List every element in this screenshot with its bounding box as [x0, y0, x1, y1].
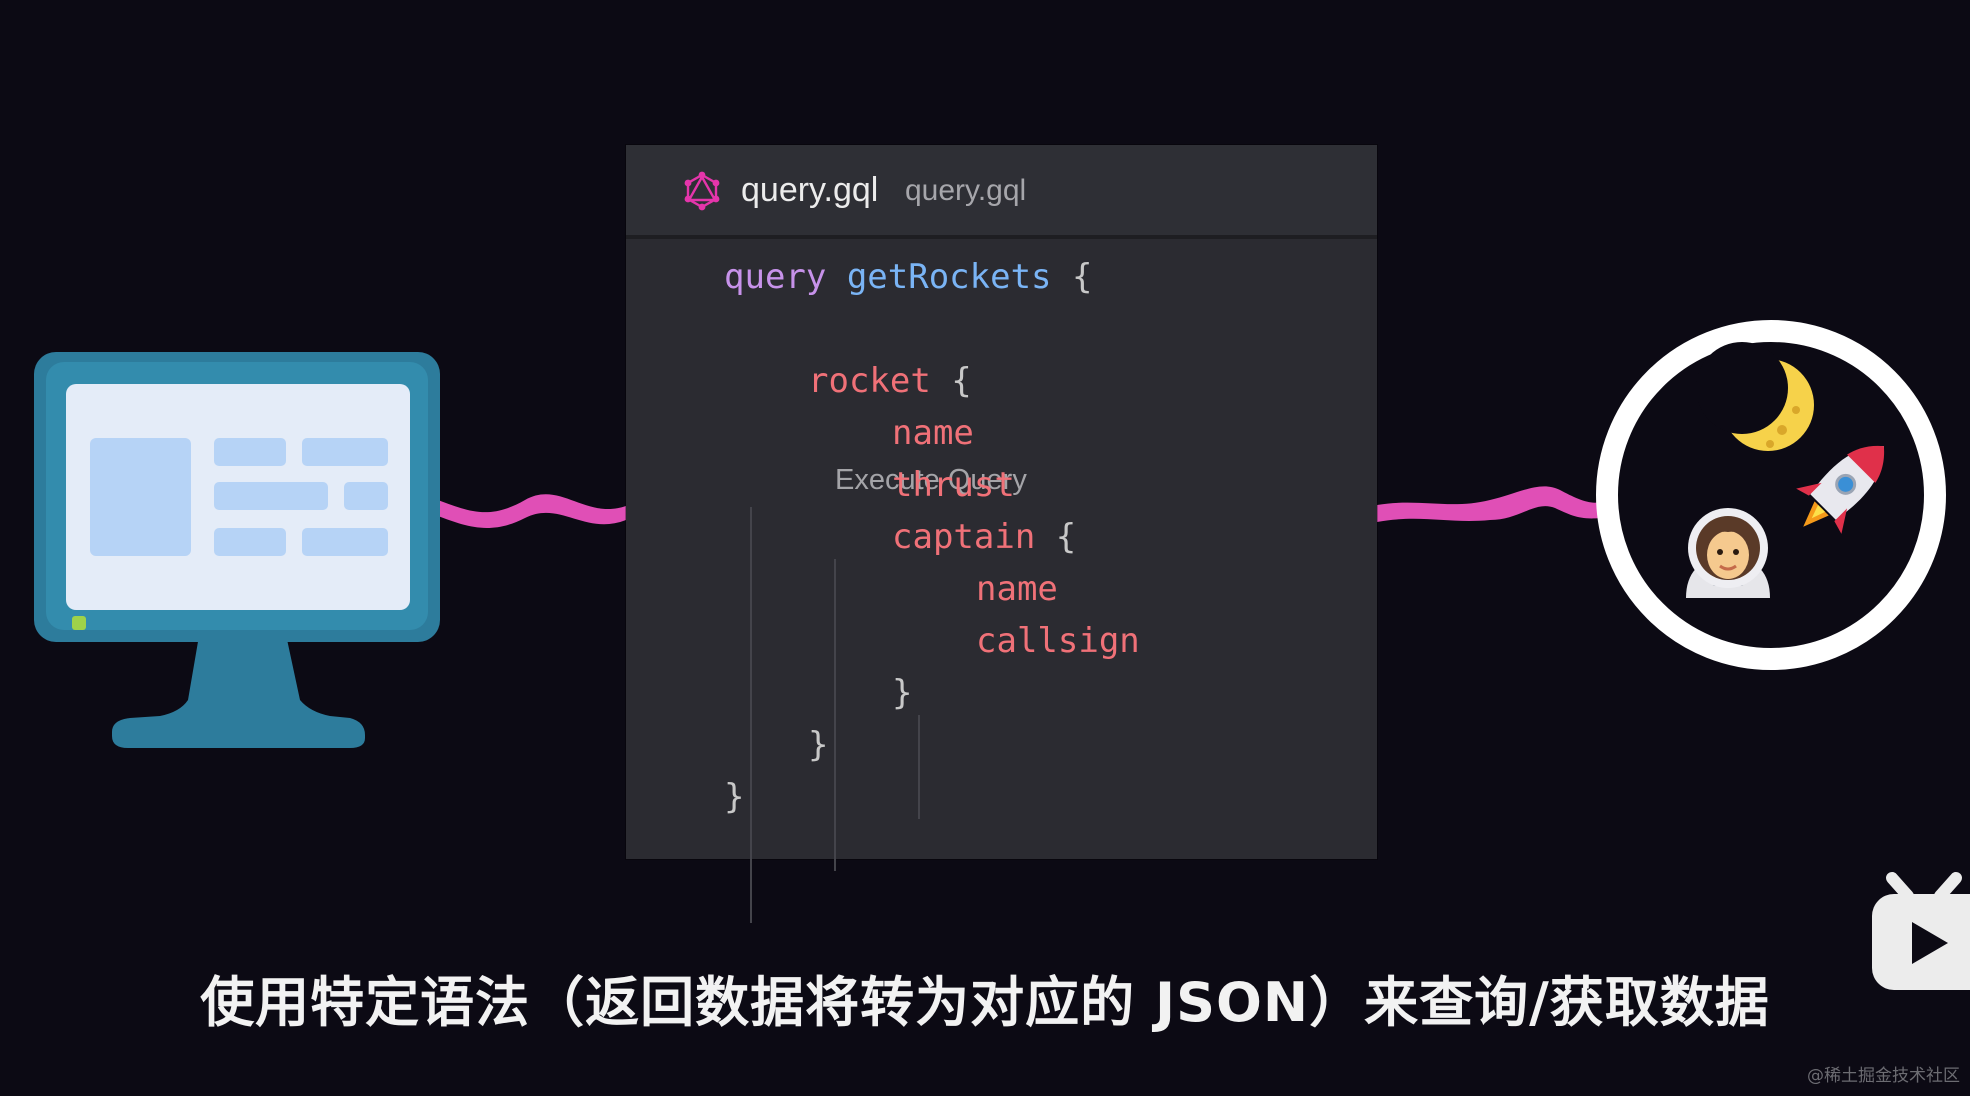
astronaut-icon	[1686, 508, 1770, 598]
code-token: getRockets	[846, 257, 1052, 297]
indent-guide	[834, 559, 836, 871]
rocket-icon	[1796, 445, 1885, 534]
code-token: {	[1051, 257, 1093, 297]
code-token: {	[1035, 517, 1077, 557]
code-line[interactable]: }	[724, 771, 744, 823]
code-line[interactable]: name	[892, 407, 974, 459]
video-subtitle: 使用特定语法（返回数据将转为对应的 JSON）来查询/获取数据	[200, 971, 1770, 1034]
code-token: captain	[892, 517, 1036, 557]
code-token: rocket	[808, 361, 931, 401]
monitor-illustration	[34, 352, 440, 748]
code-line[interactable]: }	[892, 667, 912, 719]
code-token: }	[808, 725, 829, 765]
code-token: query	[724, 257, 847, 297]
code-editor-panel: query.gql query.gql Execute Query query …	[626, 145, 1377, 923]
right-cable	[1377, 486, 1600, 522]
code-line[interactable]: query getRockets {	[724, 251, 1092, 303]
code-token: }	[724, 777, 745, 817]
code-line[interactable]: name	[976, 563, 1058, 615]
crescent-moon-icon	[1696, 342, 1814, 451]
tab-filename: query.gql	[741, 171, 879, 209]
left-cable	[438, 494, 626, 528]
watermark: @稀土掘金技术社区	[1807, 1066, 1960, 1086]
code-token: name	[976, 569, 1058, 609]
code-area[interactable]: Execute Query query getRockets {rocket {…	[626, 145, 1377, 923]
code-token: {	[930, 361, 972, 401]
bilibili-logo-icon	[1872, 872, 1970, 990]
code-line[interactable]: thrust	[892, 459, 1015, 511]
code-line[interactable]: captain {	[892, 511, 1076, 563]
execute-query-codelens[interactable]: Execute Query	[835, 464, 1027, 496]
code-token: }	[892, 673, 913, 713]
indent-guide	[750, 507, 752, 923]
tab-path: query.gql	[905, 174, 1027, 207]
code-line[interactable]: }	[808, 719, 828, 771]
graphql-icon	[684, 171, 720, 211]
server-circle	[1596, 320, 1946, 670]
code-token: callsign	[976, 621, 1140, 661]
code-token: thrust	[892, 465, 1015, 505]
code-line[interactable]: rocket {	[808, 355, 972, 407]
code-token: name	[892, 413, 974, 453]
indent-guide	[918, 715, 920, 819]
code-line[interactable]: callsign	[976, 615, 1140, 667]
editor-tab[interactable]: query.gql query.gql	[626, 145, 1377, 239]
